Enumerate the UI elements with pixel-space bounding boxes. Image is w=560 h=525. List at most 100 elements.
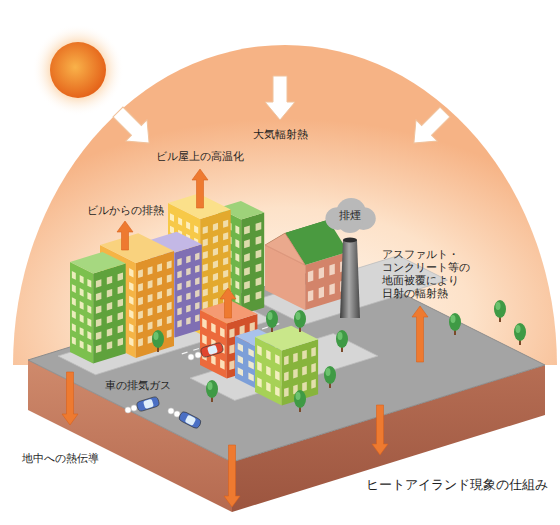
tree-crown	[266, 310, 278, 328]
window	[118, 273, 123, 281]
window	[223, 232, 228, 240]
window	[213, 260, 218, 268]
window	[235, 239, 239, 248]
window	[118, 338, 123, 347]
window	[157, 305, 162, 314]
window	[256, 222, 262, 231]
window	[186, 221, 190, 230]
window	[213, 235, 218, 243]
tree-highlight	[208, 382, 213, 390]
window	[80, 327, 84, 336]
window	[87, 331, 91, 340]
smoke-cloud: 排煙	[322, 197, 378, 233]
car-window	[185, 415, 197, 426]
window	[107, 315, 112, 323]
window	[203, 226, 208, 234]
window	[256, 277, 262, 286]
car-body	[136, 396, 160, 412]
window	[138, 311, 143, 320]
window	[248, 373, 253, 382]
window	[302, 382, 307, 392]
window	[118, 286, 123, 295]
exhaust-puff	[195, 352, 201, 358]
window	[195, 277, 199, 285]
window	[248, 360, 253, 369]
window	[80, 288, 84, 297]
callout-label: 車の排気ガス	[105, 379, 171, 392]
window	[118, 325, 123, 333]
window	[96, 305, 102, 313]
window	[167, 274, 172, 283]
window	[138, 297, 143, 306]
window	[157, 277, 162, 286]
window	[96, 318, 102, 327]
window	[256, 236, 262, 245]
window	[203, 264, 208, 272]
window	[244, 281, 250, 290]
window	[195, 265, 199, 273]
window	[80, 275, 84, 284]
window	[311, 379, 316, 389]
window	[167, 316, 172, 325]
window	[229, 360, 234, 370]
exhaust-puff	[188, 354, 194, 360]
window	[203, 276, 208, 284]
window	[118, 299, 123, 307]
tree-highlight	[496, 302, 501, 310]
window	[80, 301, 84, 310]
window	[194, 225, 198, 234]
window	[148, 308, 153, 317]
window	[202, 334, 207, 345]
window	[107, 341, 112, 349]
window	[244, 239, 250, 248]
heat-arrow	[224, 445, 240, 507]
tree-highlight	[326, 368, 331, 376]
window	[275, 354, 280, 365]
window	[186, 280, 190, 288]
exhaust-puff	[131, 405, 137, 411]
tree-crown	[336, 330, 348, 348]
window	[203, 251, 208, 259]
window	[107, 302, 112, 311]
callout-label: 地中への熱伝導	[22, 452, 99, 465]
window	[129, 296, 133, 305]
exhaust-puff	[174, 411, 180, 417]
window	[203, 289, 208, 297]
window	[195, 290, 199, 298]
node-text: 排煙	[339, 209, 361, 222]
window	[107, 289, 112, 297]
tree-highlight	[516, 325, 521, 333]
window	[256, 263, 262, 272]
window	[129, 337, 133, 346]
building-face	[93, 264, 126, 364]
window	[96, 292, 102, 301]
window	[244, 294, 250, 303]
tree-highlight	[296, 312, 301, 320]
window	[138, 338, 143, 347]
radiation-arrow	[403, 101, 455, 153]
car-window	[143, 399, 154, 409]
window	[229, 328, 234, 338]
window	[220, 359, 225, 370]
window	[138, 324, 143, 333]
window	[80, 340, 84, 349]
window	[211, 355, 215, 366]
building-face	[241, 213, 264, 315]
window	[96, 332, 102, 340]
exhaust-puff	[125, 407, 131, 413]
window	[256, 250, 262, 259]
chimney	[340, 240, 360, 318]
window	[195, 314, 199, 322]
window	[329, 283, 334, 295]
car-body	[178, 411, 202, 430]
window	[186, 268, 190, 276]
window	[118, 312, 123, 321]
car	[200, 342, 224, 358]
window	[223, 245, 228, 253]
heat-arrow	[372, 405, 388, 455]
window	[329, 264, 334, 276]
window	[266, 366, 270, 377]
window	[177, 295, 181, 303]
